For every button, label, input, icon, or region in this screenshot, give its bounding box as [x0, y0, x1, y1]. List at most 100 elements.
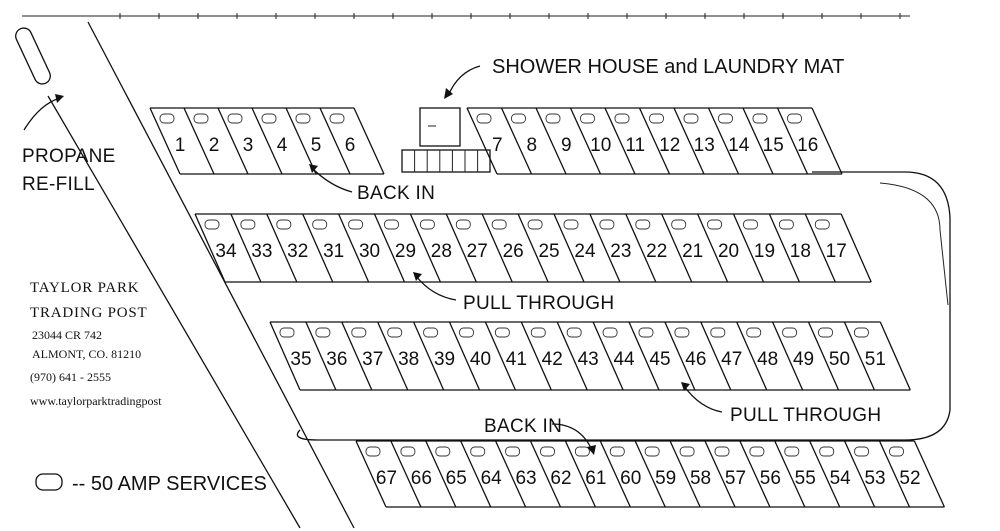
campsite-6[interactable]: 6 [319, 107, 355, 175]
campsite-47[interactable]: 47 [700, 321, 743, 391]
site-divider [355, 440, 387, 508]
campsite-45[interactable]: 45 [628, 321, 671, 391]
campsite-58[interactable]: 58 [669, 440, 711, 508]
campsite-60[interactable]: 60 [599, 440, 641, 508]
campsite-66[interactable]: 66 [390, 440, 432, 508]
campsite-19[interactable]: 19 [732, 213, 776, 283]
campsite-59[interactable]: 59 [634, 440, 676, 508]
campsite-27[interactable]: 27 [445, 213, 488, 283]
campsite-42[interactable]: 42 [520, 321, 563, 391]
site-number: 61 [585, 468, 606, 489]
campsite-5[interactable]: 5 [285, 107, 321, 175]
campsite-51[interactable]: 51 [843, 321, 886, 391]
campsite-55[interactable]: 55 [774, 440, 816, 508]
campsite-57[interactable]: 57 [704, 440, 746, 508]
campsite-10[interactable]: 10 [569, 107, 612, 175]
campsite-34[interactable]: 34 [194, 213, 237, 283]
campsite-1[interactable]: 1 [149, 107, 185, 175]
campsite-43[interactable]: 43 [556, 321, 599, 391]
campsite-67[interactable]: 67 [355, 440, 397, 508]
site-number: 20 [718, 241, 739, 262]
site-number: 2 [209, 135, 220, 156]
site-divider [319, 107, 351, 175]
site-divider [569, 107, 602, 175]
campsite-14[interactable]: 14 [707, 107, 750, 175]
campsite-56[interactable]: 56 [739, 440, 781, 508]
site-number: 31 [323, 241, 344, 262]
campsite-12[interactable]: 12 [638, 107, 681, 175]
campsite-23[interactable]: 23 [589, 213, 632, 283]
business-name-line1: TAYLOR PARK [30, 280, 139, 296]
site-divider [732, 213, 765, 283]
campsite-61[interactable]: 61 [564, 440, 606, 508]
campsite-36[interactable]: 36 [305, 321, 348, 391]
campsite-24[interactable]: 24 [553, 213, 596, 283]
campsite-2[interactable]: 2 [183, 107, 220, 175]
campsite-50[interactable]: 50 [807, 321, 851, 391]
campsite-9[interactable]: 9 [535, 107, 572, 175]
pull-through-2-label: PULL THROUGH [730, 405, 881, 426]
campsite-49[interactable]: 49 [772, 321, 815, 391]
campsite-11[interactable]: 11 [604, 107, 645, 175]
power-hookup-icon [530, 327, 546, 338]
campsite-39[interactable]: 39 [413, 321, 456, 391]
power-hookup-icon [782, 327, 798, 338]
site-divider [481, 213, 513, 283]
campsite-22[interactable]: 22 [625, 213, 668, 283]
campsite-26[interactable]: 26 [481, 213, 524, 283]
campsite-37[interactable]: 37 [341, 321, 384, 391]
campsite-54[interactable]: 54 [809, 440, 851, 508]
campsite-63[interactable]: 63 [495, 440, 537, 508]
campsite-30[interactable]: 30 [338, 213, 381, 283]
campsite-4[interactable]: 4 [251, 107, 288, 175]
campsite-32[interactable]: 32 [266, 213, 309, 283]
campsite-15[interactable]: 15 [742, 107, 784, 175]
campsite-44[interactable]: 44 [592, 321, 635, 391]
campsite-31[interactable]: 31 [302, 213, 345, 283]
site-divider [520, 321, 552, 391]
campsite-40[interactable]: 40 [448, 321, 492, 391]
site-number: 36 [326, 349, 347, 370]
power-hookup-icon [527, 219, 543, 230]
site-number: 64 [481, 468, 503, 489]
campsite-3[interactable]: 3 [217, 107, 253, 175]
campsite-48[interactable]: 48 [736, 321, 779, 391]
campsite-62[interactable]: 62 [529, 440, 572, 508]
site-divider [840, 213, 872, 283]
campsite-64[interactable]: 64 [460, 440, 503, 508]
shower-house-label: SHOWER HOUSE and LAUNDRY MAT [492, 56, 844, 78]
site-divider [776, 107, 809, 175]
shower-house-building [401, 107, 491, 173]
site-number: 34 [215, 241, 237, 262]
campsite-20[interactable]: 20 [697, 213, 740, 283]
power-hookup-icon [743, 219, 758, 230]
campsite-28[interactable]: 28 [409, 213, 452, 283]
campsite-16[interactable]: 16 [776, 107, 819, 175]
campsite-29[interactable]: 29 [373, 213, 417, 283]
power-hookup-icon [423, 327, 439, 338]
propane-arrow [23, 97, 61, 131]
campsite-52[interactable]: 52 [878, 440, 921, 508]
power-hookup-icon [348, 219, 364, 230]
campsite-53[interactable]: 53 [844, 440, 886, 508]
site-number: 25 [538, 241, 559, 262]
campsite-38[interactable]: 38 [377, 321, 420, 391]
campsite-8[interactable]: 8 [500, 107, 538, 175]
campsite-46[interactable]: 46 [664, 321, 707, 391]
campsite-18[interactable]: 18 [768, 213, 811, 283]
power-hookup-icon [387, 327, 403, 338]
campsite-7[interactable]: 7 [466, 107, 503, 175]
campsite-13[interactable]: 13 [673, 107, 715, 175]
power-hookup-icon [540, 446, 555, 457]
power-hookup-icon [566, 327, 582, 338]
campsite-25[interactable]: 25 [517, 213, 560, 283]
site-divider [341, 321, 373, 391]
site-divider [373, 213, 406, 283]
pull-through-2-arrowhead [681, 382, 690, 391]
campsite-65[interactable]: 65 [425, 440, 467, 508]
campsite-33[interactable]: 33 [230, 213, 273, 283]
campsite-35[interactable]: 35 [269, 321, 312, 391]
campsite-17[interactable]: 17 [804, 213, 847, 283]
campsite-41[interactable]: 41 [484, 321, 527, 391]
campsite-21[interactable]: 21 [661, 213, 704, 283]
